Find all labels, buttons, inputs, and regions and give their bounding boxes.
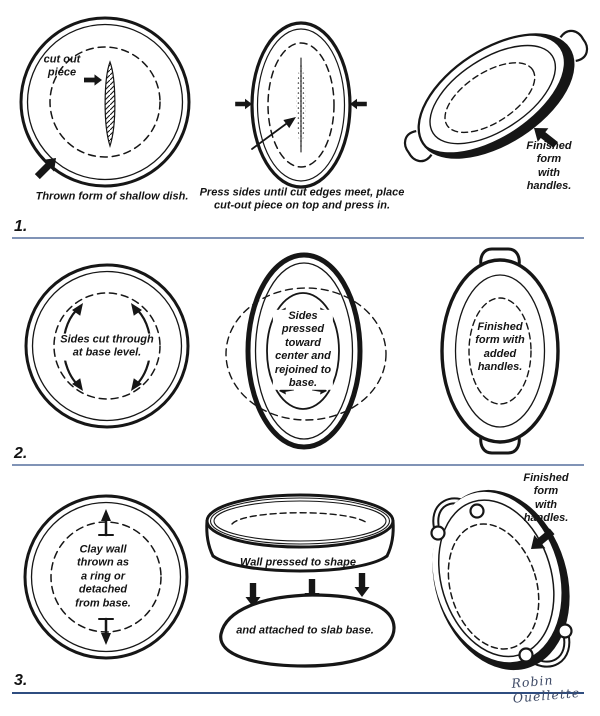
dish-inner-rim — [454, 274, 546, 428]
step2-number: 2. — [14, 445, 28, 462]
step3-base-label: and attached to slab base. — [236, 624, 374, 637]
oval-inner-rim — [256, 28, 346, 182]
step2-panel2-label: Sides pressed toward center and rejoined… — [272, 309, 334, 391]
handle-right — [559, 29, 589, 62]
step3-wall-label: Wall pressed to shape — [240, 556, 356, 569]
down-arrow-icon — [354, 573, 370, 597]
step1-panel1-caption: Thrown form of shallow dish. — [35, 190, 189, 203]
down-arrow-icon — [245, 583, 261, 607]
step2-panel1-label: Sides cut through at base level. — [58, 333, 156, 361]
press-arrow-left-icon — [235, 98, 252, 110]
step1-thrown-dish — [19, 16, 191, 188]
separator-step2 — [12, 464, 584, 466]
oval-outer-thick — [245, 252, 363, 450]
dish-base-dashed — [444, 62, 536, 134]
handle-lug — [557, 623, 573, 639]
pointer-line — [251, 120, 291, 150]
separator-step1 — [12, 237, 584, 239]
dish-outline — [440, 258, 560, 444]
step3-finished-dish — [430, 489, 573, 671]
oval-inner-rim — [254, 262, 354, 440]
step3-panel1-label: Clay wall thrown as a ring or detached f… — [75, 543, 131, 610]
step2-finished-dish — [440, 247, 560, 455]
handle-lug — [518, 647, 534, 663]
slab-base — [219, 593, 396, 668]
dish-face — [415, 35, 564, 153]
wall-back-dashed — [231, 512, 369, 525]
oval-base-dashed — [267, 42, 335, 168]
step3-panel3-label: Finished form with handles. — [523, 472, 569, 525]
arrow-to-dish-icon — [534, 128, 559, 148]
arrow-to-rim-icon — [34, 158, 56, 180]
arrow-to-cutout-icon — [84, 74, 102, 86]
ring-outer — [23, 494, 189, 660]
step2-panel3-label: Finished form with added handles. — [475, 321, 525, 374]
dish-inner-rim — [429, 44, 557, 145]
step3-wall-and-slab — [205, 493, 396, 668]
handle-left — [403, 130, 433, 163]
wall-side-left — [205, 519, 215, 558]
dish-outline — [417, 33, 575, 159]
arrow-down-icon — [101, 633, 111, 645]
arc-arrowhead-icon — [72, 303, 83, 316]
tilted-dish-group — [432, 489, 570, 671]
wall-bottom-edge — [211, 554, 389, 573]
tilted-dish-group — [403, 29, 589, 163]
wall-side-right — [385, 519, 395, 558]
cutout-annotation: cut out piece — [43, 53, 81, 79]
step1-panel3-label: Finished form with handles. — [526, 140, 572, 193]
wall-rim-inner — [213, 500, 387, 542]
step1-panel2-caption: Press sides until cut edges meet, place … — [199, 186, 405, 212]
dish-face — [432, 491, 562, 663]
pointer-arrowhead-icon — [283, 117, 296, 129]
wall-rim-mid — [209, 497, 391, 545]
handle-lug — [430, 525, 446, 541]
ring-inner — [30, 501, 182, 653]
step1-finished-dish — [403, 29, 589, 163]
arc-arrowhead-icon — [131, 303, 142, 316]
cut-out-lens-hatched — [104, 60, 116, 148]
arc-arrowhead-icon — [131, 378, 142, 391]
arrow-to-dish-icon — [531, 528, 555, 549]
press-arrow-right-icon — [350, 98, 367, 110]
dish-base-dashed — [49, 46, 161, 158]
dish-inner-rim — [31, 270, 183, 422]
dish-base-dashed — [468, 297, 532, 405]
handle-lug — [469, 503, 485, 519]
step1-number: 1. — [14, 218, 28, 235]
original-circle-dashed — [225, 287, 387, 421]
arc-arrowhead-icon — [72, 378, 83, 391]
arrow-up-icon — [101, 509, 111, 521]
step1-pressed-oval — [235, 21, 367, 189]
step3-number: 3. — [14, 672, 28, 689]
dish-inner-rim — [26, 23, 184, 181]
step3-clay-ring — [23, 494, 189, 660]
dish-base-dashed — [53, 292, 161, 400]
rejoined-wall-oval — [266, 292, 340, 410]
separator-step3 — [12, 692, 584, 694]
dish-base-dashed — [447, 523, 540, 650]
